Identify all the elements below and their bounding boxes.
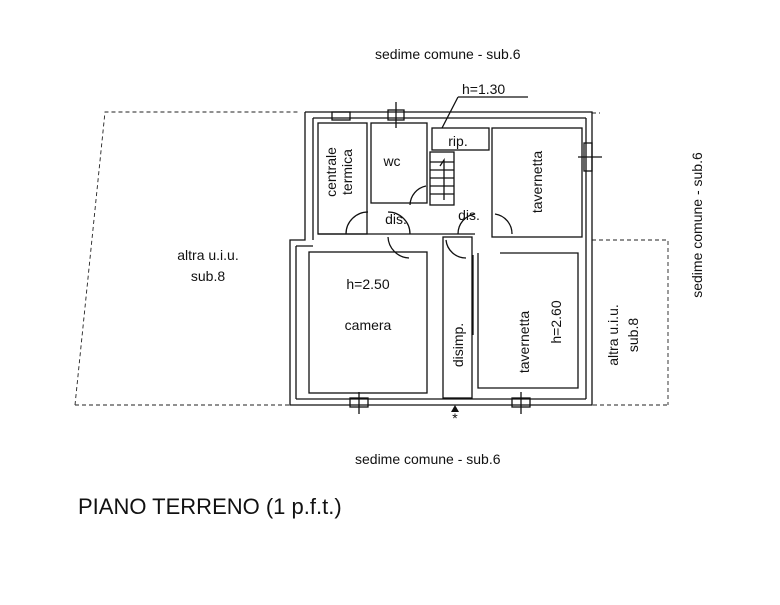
stairs	[429, 151, 455, 206]
windows	[331, 102, 602, 414]
leader-line	[441, 96, 459, 129]
room-camera	[308, 251, 428, 394]
label-h-rip: h=1.30	[462, 81, 505, 97]
room-disimp	[442, 236, 473, 399]
room-label-tavernetta-bottom: tavernetta	[516, 311, 532, 373]
plan-title: PIANO TERRENO (1 p.f.t.)	[78, 494, 342, 519]
room-label-dis-right: dis.	[458, 207, 480, 223]
label-sedime-bottom: sedime comune - sub.6	[355, 451, 501, 467]
label-sub8-right: sub.8	[625, 318, 641, 352]
label-altra-uiu-left: altra u.i.u.	[177, 247, 238, 263]
label-h-camera: h=2.50	[346, 276, 389, 292]
room-rip	[431, 127, 490, 151]
room-label-wc: wc	[382, 153, 400, 169]
room-wc	[370, 122, 428, 204]
right-boundary	[592, 239, 669, 405]
label-h-tavernetta: h=2.60	[548, 300, 564, 343]
outer-walls	[289, 111, 593, 406]
entrance-arrow-icon	[451, 405, 459, 412]
room-label-disimp: disimp.	[450, 323, 466, 367]
room-tavernetta-bottom	[477, 252, 579, 389]
room-label-rip: rip.	[448, 133, 467, 149]
label-altra-uiu-right: altra u.i.u.	[605, 304, 621, 365]
room-label-camera: camera	[345, 317, 392, 333]
room-label-dis-left: dis.	[385, 211, 407, 227]
room-label-termica: termica	[339, 149, 355, 195]
label-sub8-left: sub.8	[191, 268, 225, 284]
doors	[345, 185, 513, 259]
label-sedime-right: sedime comune - sub.6	[689, 152, 705, 298]
room-tavernetta-top	[491, 127, 583, 238]
room-label-tavernetta-top: tavernetta	[529, 151, 545, 213]
label-sedime-top: sedime comune - sub.6	[375, 46, 521, 62]
left-boundary	[74, 111, 300, 406]
room-label-centrale: centrale	[323, 147, 339, 197]
entrance-star-icon: *	[452, 410, 458, 426]
